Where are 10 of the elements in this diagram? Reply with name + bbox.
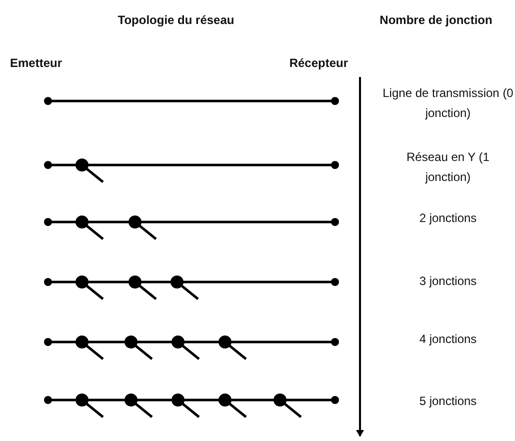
row-label: Réseau en Y (1 jonction)	[406, 149, 490, 186]
column-heading: Topologie du réseau	[116, 12, 236, 29]
row-label: Ligne de transmission (0 jonction)	[382, 85, 514, 122]
column-heading: Nombre de jonction	[378, 12, 494, 29]
row-label: 4 jonctions	[418, 331, 478, 348]
emitter-label: Emetteur	[10, 55, 64, 72]
row-label: 3 jonctions	[418, 273, 478, 290]
row-label: 5 jonctions	[418, 393, 478, 410]
row-label: 2 jonctions	[418, 210, 478, 227]
receiver-label: Récepteur	[288, 55, 348, 72]
